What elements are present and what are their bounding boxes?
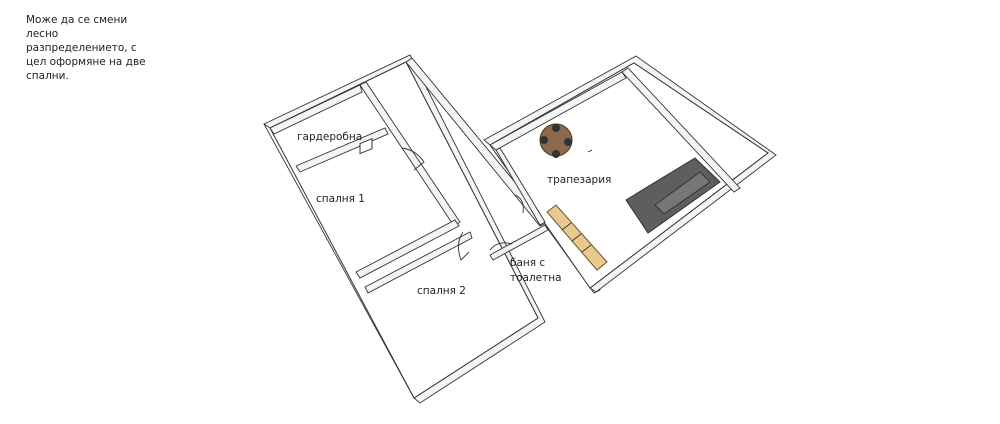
chair-icon [540,136,548,144]
note-line: Може да се смени [26,14,128,26]
left-wing [263,54,549,404]
sofa [625,157,721,234]
dining-table [539,123,573,158]
wardrobe-wall [295,127,389,173]
right-wing [483,55,777,293]
note-line: лесно [26,28,59,40]
note-line: спални. [26,70,69,82]
bathroom-door-icon [489,242,513,251]
note-line: разпределението, с [26,42,137,54]
bathroom-top-wall [489,224,549,261]
dining-left-wall [495,147,546,226]
annotation-note: Може да се смени лесно разпределението, … [26,13,161,83]
corridor-wall [359,81,461,227]
room-label-bathroom-2: тоалетна [510,272,562,284]
bedroom2-wall [364,231,473,294]
left-outer-edge [263,123,415,399]
right-floor [489,62,769,289]
left-floor [269,61,539,399]
room-label-dining: трапезария [547,174,611,186]
chair-icon [564,138,572,146]
chair-icon [552,124,560,132]
wardrobe-top-wall [269,84,363,135]
corridor-door-icon [514,194,524,214]
stairs [546,204,608,271]
dining-mark [587,149,593,153]
room-label-wardrobe: гардеробна [297,131,362,143]
bedroom2-door-icon [458,231,470,261]
wardrobe-door [359,138,373,155]
sofa-cushions [654,171,711,215]
balcony-wall [621,67,741,193]
bedroom-divider-wall [355,219,460,279]
dining-top-wall [489,71,627,151]
room-label-bedroom1: спалня 1 [316,193,365,205]
chair-icon [552,150,560,158]
bedroom1-door-icon [401,147,425,171]
room-label-bedroom2: спалня 2 [417,285,466,297]
room-label-bathroom-1: баня с [510,257,545,269]
note-line: цел оформяне на две [26,56,146,68]
